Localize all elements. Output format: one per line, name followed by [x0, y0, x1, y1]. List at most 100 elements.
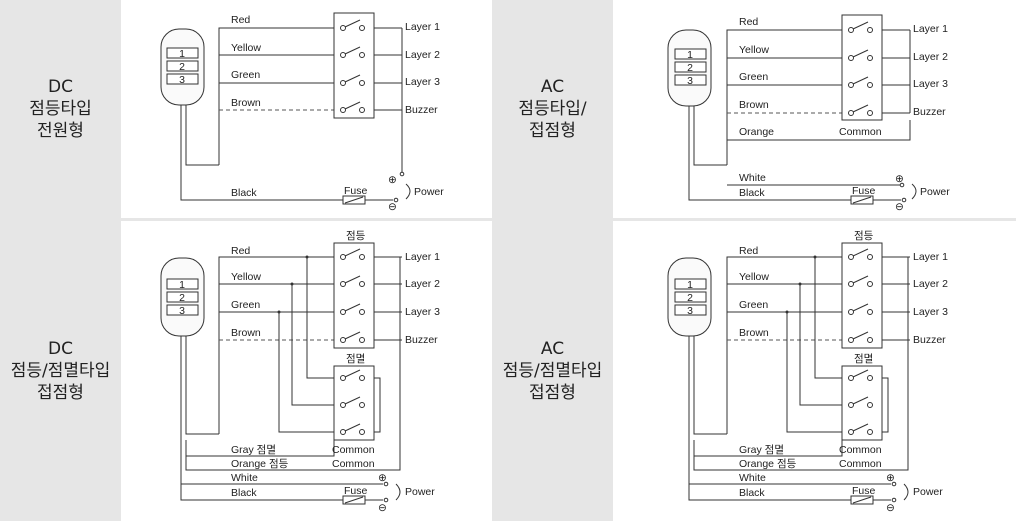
relay-box [333, 12, 375, 119]
wire-label-yellow: Yellow [231, 271, 261, 283]
panel-title: AC [540, 77, 565, 97]
tier-number: 1 [179, 48, 185, 60]
output-label-layer3: Layer 3 [405, 306, 440, 318]
panel-title: AC [540, 339, 565, 359]
panel-subtitle: 점등/점멸타입 접점형 [10, 361, 111, 403]
wire-label-orange: Orange 점등 [739, 458, 797, 470]
tier-number: 2 [687, 292, 693, 304]
output-label-buzzer: Buzzer [913, 334, 946, 346]
minus-sign: ⊖ [388, 201, 397, 213]
fuse-label: Fuse [852, 485, 876, 497]
output-label-layer1: Layer 1 [913, 251, 948, 263]
horizontal-separator [0, 218, 1016, 221]
wire-label-brown: Brown [231, 327, 261, 339]
wire-label-white: White [739, 472, 766, 484]
panel-subtitle: 점등타입/ 접점형 [518, 99, 587, 141]
relay-blink-label: 점멸 [346, 353, 365, 365]
diagram-dc-light: 1 2 3 Red Yellow Green Brown Black Layer… [160, 12, 444, 213]
minus-sign: ⊖ [895, 201, 904, 213]
relay-box-light [841, 242, 883, 349]
output-label-layer3: Layer 3 [913, 306, 948, 318]
relay-light-label: 점등 [854, 230, 874, 242]
plus-sign: ⊕ [895, 173, 904, 185]
output-label-buzzer: Buzzer [405, 104, 438, 116]
relay-box [841, 14, 883, 121]
output-label-layer2: Layer 2 [913, 51, 948, 63]
wire-label-red: Red [739, 245, 758, 257]
output-label-layer2: Layer 2 [405, 49, 440, 61]
panel-subtitle: 점등타입 전원형 [29, 99, 92, 141]
output-label-layer1: Layer 1 [405, 21, 440, 33]
tier-number: 1 [179, 279, 185, 291]
fuse-label: Fuse [344, 185, 368, 197]
output-label-layer2: Layer 2 [913, 278, 948, 290]
plus-sign: ⊕ [886, 472, 895, 484]
wire-label-orange: Orange [739, 126, 774, 138]
wire-label-red: Red [739, 16, 758, 28]
wire-label-gray: Gray 점멸 [739, 444, 784, 456]
wire-label-black: Black [231, 187, 257, 199]
wire-label-white: White [231, 472, 258, 484]
relay-box-light [333, 242, 375, 349]
tier-number: 3 [179, 74, 185, 86]
relay-light-label: 점등 [346, 230, 366, 242]
diagram-ac-light: 1 2 3 Red Yellow Green Brown Orange Whit… [667, 14, 950, 213]
tier-number: 2 [179, 61, 185, 73]
tier-number: 2 [687, 62, 693, 74]
wire-label-gray: Gray 점멸 [231, 444, 276, 456]
diagram-dc-blink: 1 2 3 Red Yellow Green Brown Gray 점멸 Ora… [160, 230, 440, 514]
output-label-buzzer: Buzzer [913, 106, 946, 118]
relay-box-blink [333, 365, 375, 441]
wire-label-green: Green [231, 69, 260, 81]
common-label: Common [839, 458, 882, 470]
output-label-layer2: Layer 2 [405, 278, 440, 290]
wire-label-yellow: Yellow [231, 42, 261, 54]
minus-sign: ⊖ [378, 502, 387, 514]
wire-label-green: Green [739, 71, 768, 83]
output-label-layer1: Layer 1 [913, 23, 948, 35]
plus-sign: ⊕ [378, 472, 387, 484]
output-label-layer3: Layer 3 [405, 76, 440, 88]
output-label-buzzer: Buzzer [405, 334, 438, 346]
output-label-layer1: Layer 1 [405, 251, 440, 263]
power-label: Power [913, 486, 943, 498]
fuse-label: Fuse [852, 185, 876, 197]
fuse-label: Fuse [344, 485, 368, 497]
relay-box-blink [841, 365, 883, 441]
wire-label-brown: Brown [231, 97, 261, 109]
wire-label-black: Black [739, 487, 765, 499]
minus-sign: ⊖ [886, 502, 895, 514]
wire-label-red: Red [231, 14, 250, 26]
wire-label-yellow: Yellow [739, 271, 769, 283]
wire-label-red: Red [231, 245, 250, 257]
power-label: Power [414, 186, 444, 198]
relay-blink-label: 점멸 [854, 353, 873, 365]
panel-title: DC [48, 77, 73, 97]
common-label: Common [332, 444, 375, 456]
wire-label-brown: Brown [739, 327, 769, 339]
common-label: Common [839, 444, 882, 456]
tier-number: 1 [687, 279, 693, 291]
wire-label-black: Black [231, 487, 257, 499]
tier-number: 3 [179, 305, 185, 317]
wire-label-green: Green [739, 299, 768, 311]
plus-sign: ⊕ [388, 174, 397, 186]
wire-label-green: Green [231, 299, 260, 311]
tier-number: 2 [179, 292, 185, 304]
panel-title: DC [48, 339, 73, 359]
wire-label-black: Black [739, 187, 765, 199]
power-label: Power [405, 486, 435, 498]
tier-number: 3 [687, 305, 693, 317]
power-label: Power [920, 186, 950, 198]
common-label: Common [332, 458, 375, 470]
wire-label-brown: Brown [739, 99, 769, 111]
tier-number: 3 [687, 75, 693, 87]
common-label: Common [839, 126, 882, 138]
output-label-layer3: Layer 3 [913, 78, 948, 90]
panel-subtitle: 점등/점멸타입 접점형 [502, 361, 603, 403]
